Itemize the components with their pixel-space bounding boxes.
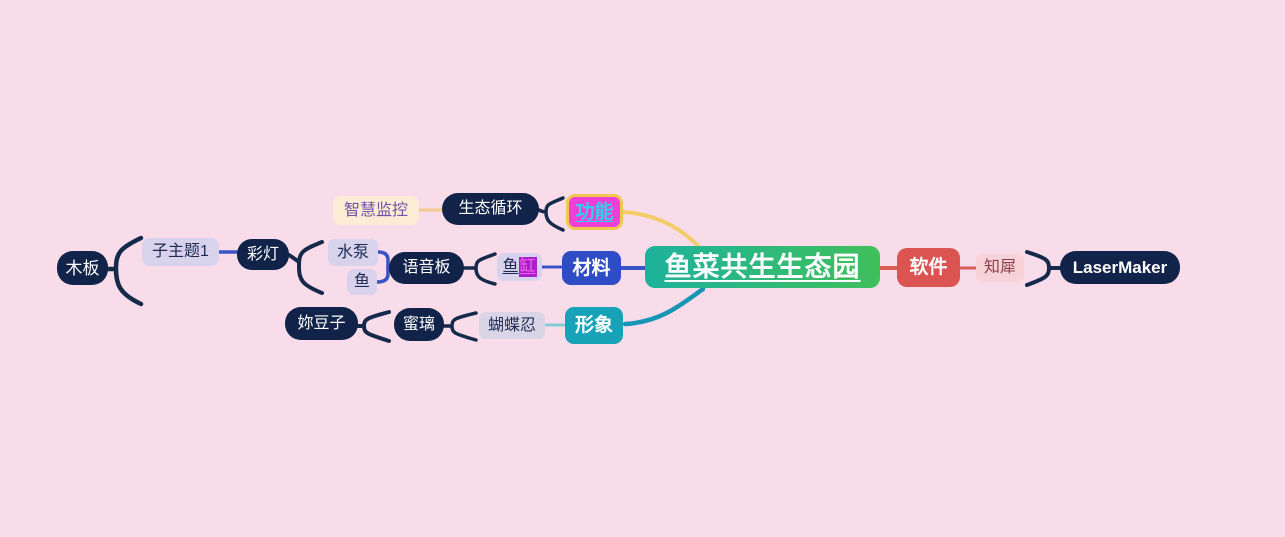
connector-yuyinban-shuibeng	[376, 250, 393, 270]
topic-yu[interactable]: 鱼	[347, 269, 377, 295]
topic-shuibeng[interactable]: 水泵	[328, 239, 378, 266]
connector-root-gongneng	[621, 210, 705, 253]
central-topic[interactable]: 鱼菜共生生态园	[645, 246, 880, 288]
topic-zhixi[interactable]: 知犀	[976, 254, 1024, 282]
brace-zizhuti1-muban	[105, 235, 144, 307]
brace-mili-naidouzi	[356, 310, 391, 343]
topic-caideng[interactable]: 彩灯	[237, 239, 289, 270]
topic-mili[interactable]: 蜜璃	[394, 308, 444, 341]
topic-ruanjian[interactable]: 软件	[897, 248, 960, 287]
topic-zhihuijiankong[interactable]: 智慧监控	[333, 196, 419, 225]
topic-shengtaixunhuan[interactable]: 生态循环	[442, 193, 539, 225]
topic-lasermaker[interactable]: LaserMaker	[1060, 251, 1180, 284]
topic-yugang-highlighted-text: 缸	[518, 257, 537, 277]
brace-gongneng-shengtaixunhuan	[537, 196, 565, 232]
connector-yuyinban-yu	[375, 266, 390, 284]
brace-zhixi-lasermaker	[1025, 250, 1062, 287]
brace-yugang-yuyinban	[462, 252, 497, 286]
brace-hudieren-mili	[442, 311, 478, 342]
topic-naidouzi[interactable]: 妳豆子	[285, 307, 358, 340]
topic-yugang-text: 鱼	[502, 258, 519, 275]
topic-zizhuti1[interactable]: 子主题1	[142, 238, 219, 266]
topic-gongneng-selected[interactable]: 功能	[566, 194, 623, 230]
connector-root-xingxiang	[622, 286, 706, 327]
brace-shuibeng-caideng	[287, 240, 324, 295]
topic-yuyinban[interactable]: 语音板	[389, 252, 464, 284]
topic-cailiao[interactable]: 材料	[562, 251, 621, 285]
topic-yugang[interactable]: 鱼缸	[497, 253, 542, 281]
topic-xingxiang[interactable]: 形象	[565, 307, 623, 344]
topic-hudieren[interactable]: 蝴蝶忍	[479, 312, 545, 339]
topic-muban[interactable]: 木板	[57, 251, 108, 285]
